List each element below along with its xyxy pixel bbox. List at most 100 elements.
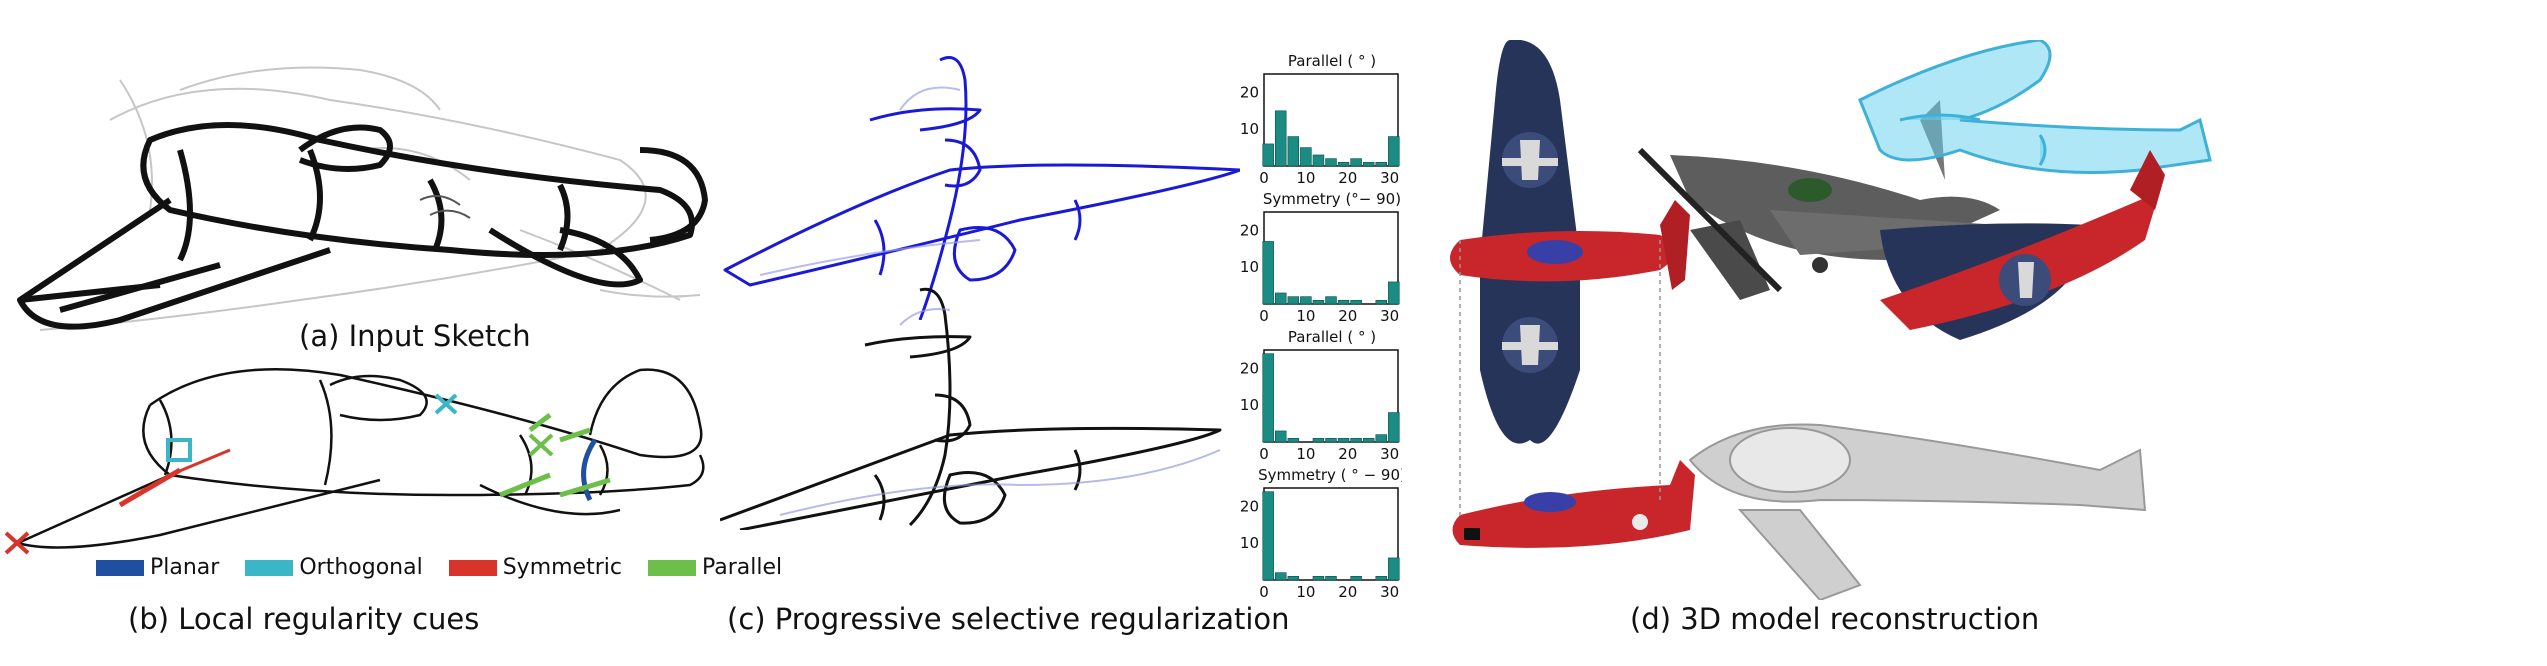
histogram-bar — [1287, 576, 1300, 581]
histogram-x-tick: 10 — [1296, 583, 1315, 601]
histogram-x-tick: 20 — [1338, 307, 1357, 325]
caption-c: (c) Progressive selective regularization — [727, 602, 1290, 636]
histogram-bar — [1262, 491, 1274, 581]
legend-item-parallel: Parallel — [647, 555, 783, 580]
histogram-x-tick: 30 — [1380, 169, 1399, 187]
histogram-bar — [1325, 438, 1337, 443]
histogram-bar — [1287, 438, 1300, 443]
legend-label-planar: Planar — [150, 555, 220, 580]
histogram-bar — [1350, 158, 1362, 167]
histogram-bar — [1312, 576, 1325, 581]
histogram-x-tick: 10 — [1296, 307, 1315, 325]
regularity-cues-figure — [4, 368, 705, 555]
input-sketch-figure — [17, 66, 708, 331]
histogram-1: Parallel ( ° ) 10 20 0 10 20 30 — [1240, 52, 1400, 187]
histogram-bar — [1375, 576, 1387, 581]
histogram-bar — [1388, 136, 1400, 167]
histogram-bar — [1375, 300, 1387, 305]
histogram-bar — [1300, 147, 1312, 167]
histogram-4-frame — [1263, 487, 1399, 581]
histogram-bar — [1350, 438, 1362, 443]
histogram-bar — [1388, 412, 1400, 443]
histogram-bar — [1262, 353, 1274, 443]
legend-item-symmetric: Symmetric — [448, 555, 622, 580]
model-cyan — [1858, 40, 2212, 174]
regularization-sketch-bottom — [720, 287, 1222, 530]
histogram-bar — [1362, 438, 1375, 443]
histogram-y-tick: 20 — [1240, 497, 1259, 515]
histogram-2: Symmetry (°− 90) 10 20 0 10 20 30 — [1240, 190, 1401, 325]
histogram-bar — [1325, 158, 1337, 167]
histogram-x-tick: 30 — [1380, 307, 1399, 325]
histogram-bar — [1362, 162, 1375, 167]
histogram-4-title: Symmetry ( ° − 90) — [1258, 466, 1402, 484]
reconstruction-figure — [1450, 40, 2212, 600]
caption-b: (b) Local regularity cues — [128, 602, 480, 636]
histogram-bar — [1275, 292, 1287, 305]
histogram-x-tick: 0 — [1259, 307, 1269, 325]
histogram-y-tick: 10 — [1240, 120, 1259, 138]
histogram-y-tick: 10 — [1240, 396, 1259, 414]
histogram-x-tick: 20 — [1338, 169, 1357, 187]
histogram-2-frame — [1263, 211, 1399, 305]
legend-swatch-planar — [96, 559, 144, 576]
histogram-bar — [1312, 438, 1325, 443]
histogram-bar — [1300, 296, 1312, 305]
legend-swatch-orthogonal — [245, 559, 294, 576]
histogram-bar — [1312, 300, 1325, 305]
caption-d: (d) 3D model reconstruction — [1630, 602, 2040, 636]
histogram-bar — [1287, 136, 1300, 167]
histogram-bar — [1388, 281, 1400, 305]
histogram-bar — [1337, 438, 1350, 443]
model-gray — [1688, 423, 2147, 600]
histogram-x-tick: 30 — [1380, 583, 1399, 601]
legend-swatch-parallel — [647, 559, 696, 576]
histogram-x-tick: 0 — [1259, 169, 1269, 187]
histogram-x-tick: 10 — [1296, 169, 1315, 187]
histogram-bar — [1350, 576, 1362, 581]
histogram-x-tick: 0 — [1259, 445, 1269, 463]
histogram-3-frame — [1263, 349, 1399, 443]
model-red-navy — [1880, 150, 2165, 340]
histogram-bar — [1375, 162, 1387, 167]
histogram-bar — [1275, 572, 1287, 581]
histogram-bar — [1275, 430, 1287, 443]
histogram-bar — [1312, 154, 1325, 167]
legend-label-parallel: Parallel — [701, 555, 783, 580]
histogram-3-title: Parallel ( ° ) — [1288, 328, 1376, 346]
histogram-x-tick: 20 — [1338, 445, 1357, 463]
histogram-bar — [1287, 296, 1300, 305]
legend-item-orthogonal: Orthogonal — [245, 555, 423, 580]
histogram-bar — [1275, 110, 1287, 167]
histogram-y-tick: 20 — [1240, 221, 1259, 239]
histogram-x-tick: 10 — [1296, 445, 1315, 463]
histogram-bar — [1325, 576, 1337, 581]
regularization-sketch-top — [723, 56, 1240, 320]
regularity-legend: Planar Orthogonal Symmetric Parallel — [96, 555, 798, 580]
histogram-1-title: Parallel ( ° ) — [1288, 52, 1376, 70]
histogram-bar — [1262, 143, 1274, 167]
histogram-bar — [1325, 296, 1337, 305]
histogram-y-tick: 20 — [1240, 83, 1259, 101]
caption-a: (a) Input Sketch — [299, 319, 531, 353]
histogram-x-tick: 30 — [1380, 445, 1399, 463]
histogram-bar — [1337, 300, 1350, 305]
legend-swatch-symmetric — [448, 559, 497, 576]
model-side-view — [1452, 460, 1695, 548]
histogram-y-tick: 10 — [1240, 258, 1259, 276]
legend-label-orthogonal: Orthogonal — [299, 555, 423, 580]
histogram-2-title: Symmetry (°− 90) — [1263, 190, 1401, 208]
histogram-y-tick: 20 — [1240, 359, 1259, 377]
model-top-view — [1450, 40, 1690, 444]
histogram-bar — [1375, 434, 1387, 443]
histogram-bar — [1388, 557, 1400, 581]
histogram-4: Symmetry ( ° − 90) 10 20 0 10 20 30 — [1240, 466, 1402, 601]
histogram-bar — [1350, 300, 1362, 305]
legend-label-symmetric: Symmetric — [502, 555, 622, 580]
histogram-x-tick: 0 — [1259, 583, 1269, 601]
legend-item-planar: Planar — [96, 555, 219, 580]
histogram-bar — [1262, 241, 1274, 305]
histogram-x-tick: 20 — [1338, 583, 1357, 601]
histogram-y-tick: 10 — [1240, 534, 1259, 552]
histogram-3: Parallel ( ° ) 10 20 0 10 20 30 — [1240, 328, 1400, 463]
